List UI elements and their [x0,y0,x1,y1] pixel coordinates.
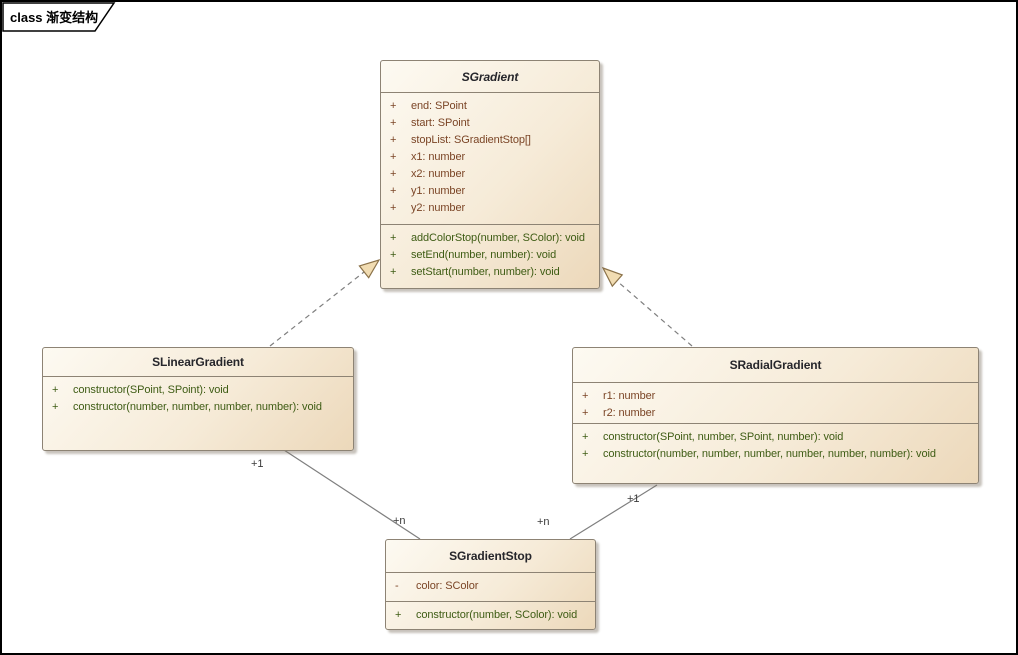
class-sradialgradient[interactable]: SRadialGradient + r1: number + r2: numbe… [572,347,979,484]
attribute-row[interactable]: + r1: number [573,388,978,405]
attribute-row[interactable]: + y2: number [381,200,599,217]
generalization-arrow-icon [601,266,624,288]
visibility-symbol: + [582,407,589,419]
member-label: stopList: SGradientStop[] [411,134,531,146]
visibility-symbol: + [390,168,397,180]
generalization-connector-sradialgradient[interactable] [616,280,693,347]
member-label: setStart(number, number): void [411,266,560,278]
visibility-symbol: + [390,134,397,146]
operation-row[interactable]: + constructor(number, number, number, nu… [43,399,353,416]
class-title: SGradientStop [449,549,532,563]
visibility-symbol: - [395,580,399,592]
member-label: constructor(number, number, number, numb… [603,448,936,460]
multiplicity-label: +n [393,515,406,527]
visibility-symbol: + [52,401,59,413]
visibility-symbol: + [582,448,589,460]
class-title: SRadialGradient [729,358,822,372]
member-label: y1: number [411,185,466,197]
member-label: y2: number [411,202,466,214]
class-sgradientstop[interactable]: SGradientStop - color: SColor + construc… [385,539,596,630]
visibility-symbol: + [390,249,397,261]
attribute-row[interactable]: + x2: number [381,166,599,183]
member-label: r1: number [603,390,656,402]
generalization-arrow-icon [358,258,381,279]
member-label: constructor(SPoint, SPoint): void [73,384,229,396]
visibility-symbol: + [390,266,397,278]
visibility-symbol: + [582,431,589,443]
member-label: constructor(number, number, number, numb… [73,401,322,413]
operation-row[interactable]: + addColorStop(number, SColor): void [381,230,599,247]
attribute-row[interactable]: + end: SPoint [381,98,599,115]
attribute-row[interactable]: + r2: number [573,405,978,422]
visibility-symbol: + [395,609,402,621]
operation-row[interactable]: + setStart(number, number): void [381,264,599,281]
member-label: setEnd(number, number): void [411,249,557,261]
visibility-symbol: + [52,384,59,396]
member-label: constructor(number, SColor): void [416,609,578,621]
attributes-compartment: + r1: number + r2: number [573,382,978,423]
attribute-row[interactable]: - color: SColor [386,578,595,595]
operation-row[interactable]: + constructor(SPoint, number, SPoint, nu… [573,429,978,446]
member-label: addColorStop(number, SColor): void [411,232,585,244]
generalization-connector-slineargradient[interactable] [269,271,365,347]
operation-row[interactable]: + setEnd(number, number): void [381,247,599,264]
operations-compartment: + addColorStop(number, SColor): void + s… [381,224,599,288]
visibility-symbol: + [390,151,397,163]
class-title: SLinearGradient [152,355,244,369]
attribute-row[interactable]: + start: SPoint [381,115,599,132]
operations-compartment: + constructor(number, SColor): void [386,601,595,629]
visibility-symbol: + [390,202,397,214]
member-label: constructor(SPoint, number, SPoint, numb… [603,431,844,443]
member-label: x1: number [411,151,466,163]
operation-row[interactable]: + constructor(SPoint, SPoint): void [43,382,353,399]
operation-row[interactable]: + constructor(number, SColor): void [386,607,595,624]
diagram-frame-label: class 渐变结构 [10,10,99,25]
class-slineargradient[interactable]: SLinearGradient + constructor(SPoint, SP… [42,347,354,451]
visibility-symbol: + [390,117,397,129]
member-label: r2: number [603,407,656,419]
attributes-compartment: + end: SPoint + start: SPoint + stopList… [381,92,599,224]
member-label: color: SColor [416,580,479,592]
association-connector-sradialgradient-sgradientstop[interactable] [569,484,658,540]
operations-compartment: + constructor(SPoint, number, SPoint, nu… [573,423,978,483]
attribute-row[interactable]: + y1: number [381,183,599,200]
visibility-symbol: + [390,100,397,112]
attribute-row[interactable]: + stopList: SGradientStop[] [381,132,599,149]
multiplicity-label: +1 [251,458,264,470]
class-sgradient[interactable]: SGradient + end: SPoint + start: SPoint … [380,60,600,289]
member-label: start: SPoint [411,117,470,129]
attribute-row[interactable]: + x1: number [381,149,599,166]
operations-compartment: + constructor(SPoint, SPoint): void + co… [43,376,353,450]
member-label: end: SPoint [411,100,467,112]
class-title: SGradient [461,69,519,84]
multiplicity-label: +1 [627,493,640,505]
visibility-symbol: + [582,390,589,402]
multiplicity-label: +n [537,516,550,528]
attributes-compartment: - color: SColor [386,572,595,601]
visibility-symbol: + [390,185,397,197]
operation-row[interactable]: + constructor(number, number, number, nu… [573,446,978,463]
member-label: x2: number [411,168,466,180]
visibility-symbol: + [390,232,397,244]
